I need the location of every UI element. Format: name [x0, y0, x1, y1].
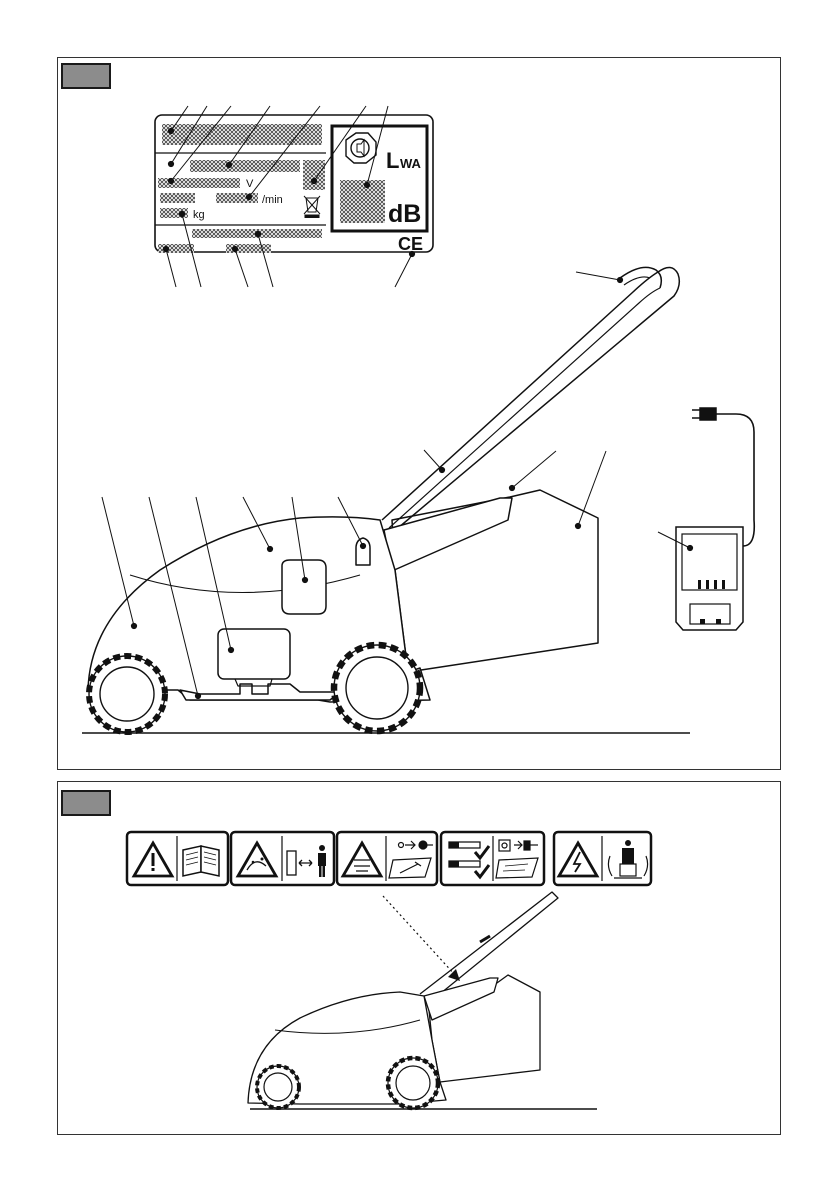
rear-wheel-small [388, 1058, 438, 1108]
manual-book-icon [183, 846, 219, 876]
safety-switch [356, 538, 370, 565]
rating-plate: V /min kg L WA dB CE [155, 115, 433, 254]
safety-label-2 [231, 832, 334, 885]
ce-mark: CE [398, 234, 423, 254]
sound-unit: dB [388, 200, 421, 228]
plug-icon [692, 408, 716, 420]
front-wheel [89, 656, 165, 732]
field-power [303, 160, 325, 190]
manual-wrench-icon [389, 858, 431, 878]
field-noise-level [340, 180, 385, 223]
charger-cable [716, 414, 754, 546]
sound-power-subscript: WA [400, 156, 422, 171]
battery-charger [676, 408, 754, 630]
front-wheel-small [257, 1066, 299, 1108]
field-type [160, 193, 195, 203]
motor-cover [282, 560, 326, 614]
lawn-mower-detailed [88, 267, 679, 702]
rear-wheel [334, 645, 420, 731]
field-model [190, 160, 300, 172]
weight-unit: kg [193, 209, 205, 221]
voltage-unit: V [246, 178, 254, 190]
label-pointer-line [383, 896, 456, 976]
battery-bay [218, 629, 290, 679]
sound-power-symbol: L [386, 148, 399, 173]
speed-unit: /min [262, 194, 283, 206]
safety-label-3 [337, 832, 437, 885]
safety-label-5 [554, 832, 651, 885]
safety-label-4 [441, 832, 544, 885]
manual-icon [496, 858, 538, 878]
safety-label-1 [127, 832, 228, 885]
